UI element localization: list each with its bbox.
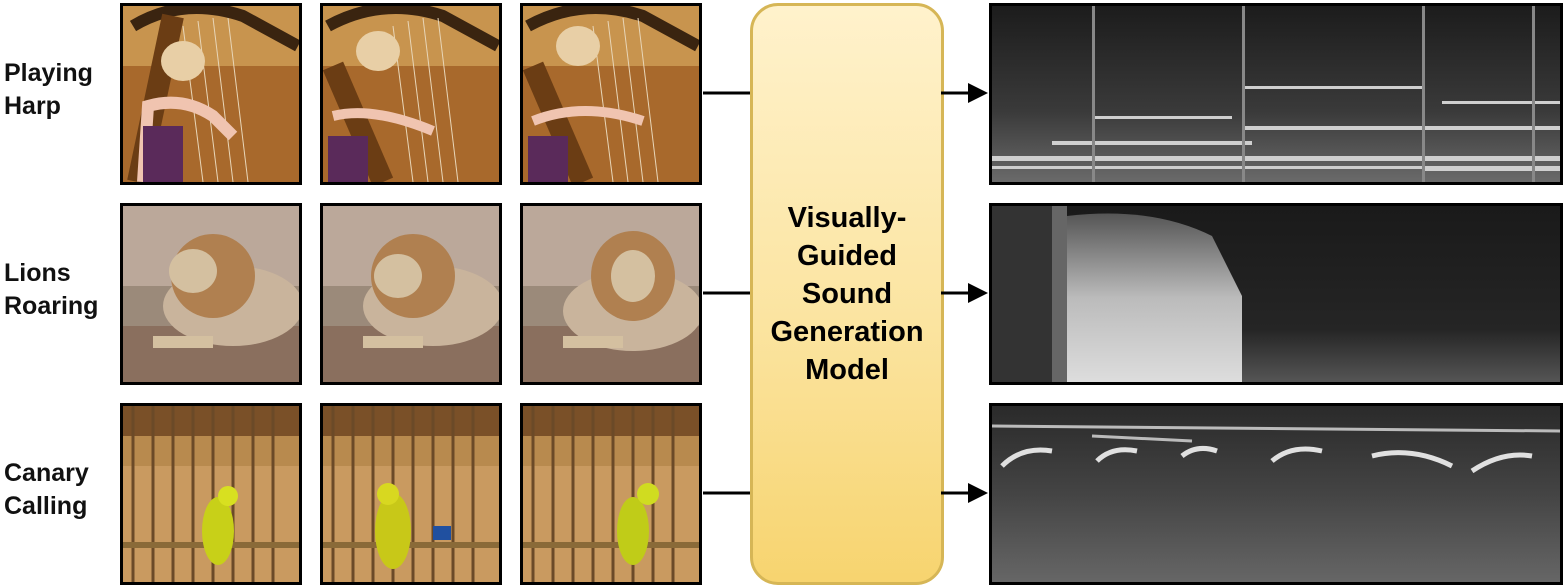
model-label-line: Visually- (787, 202, 907, 234)
canary-frame-2 (320, 403, 502, 585)
harp-frame-2 (320, 3, 502, 185)
spectrogram-lion (989, 203, 1563, 385)
canary-frame-1 (120, 403, 302, 585)
model-label-line: Sound (801, 278, 893, 310)
output-arrows (941, 83, 988, 503)
row-label-line1: Lions (4, 259, 71, 287)
row-label-line2: Roaring (4, 292, 99, 320)
lion-frame-2 (320, 203, 502, 385)
harp-frame-3 (520, 3, 702, 185)
arrow-icon (941, 483, 988, 503)
arrow-icon (941, 283, 988, 303)
model-label-line: Model (805, 354, 889, 386)
lion-frame-1 (120, 203, 302, 385)
row-label-lions-roaring: Lions Roaring (4, 257, 116, 323)
spectrogram-canary (989, 403, 1563, 585)
row-label-line1: Canary (4, 459, 89, 487)
spectrogram-harp (989, 3, 1563, 185)
row-label-line1: Playing (4, 59, 93, 87)
row-label-playing-harp: Playing Harp (4, 57, 116, 123)
arrow-icon (941, 83, 988, 103)
row-label-canary-calling: Canary Calling (4, 457, 116, 523)
harp-frame-1 (120, 3, 302, 185)
row-label-line2: Calling (4, 492, 88, 520)
input-connectors (703, 91, 752, 495)
model-label: Visually- Guided Sound Generation Model (770, 199, 923, 389)
model-label-line: Generation (770, 316, 924, 348)
canary-frame-3 (520, 403, 702, 585)
row-label-line2: Harp (4, 92, 61, 120)
sound-generation-model-box: Visually- Guided Sound Generation Model (750, 3, 944, 585)
model-label-line: Guided (797, 240, 897, 272)
lion-frame-3 (520, 203, 702, 385)
